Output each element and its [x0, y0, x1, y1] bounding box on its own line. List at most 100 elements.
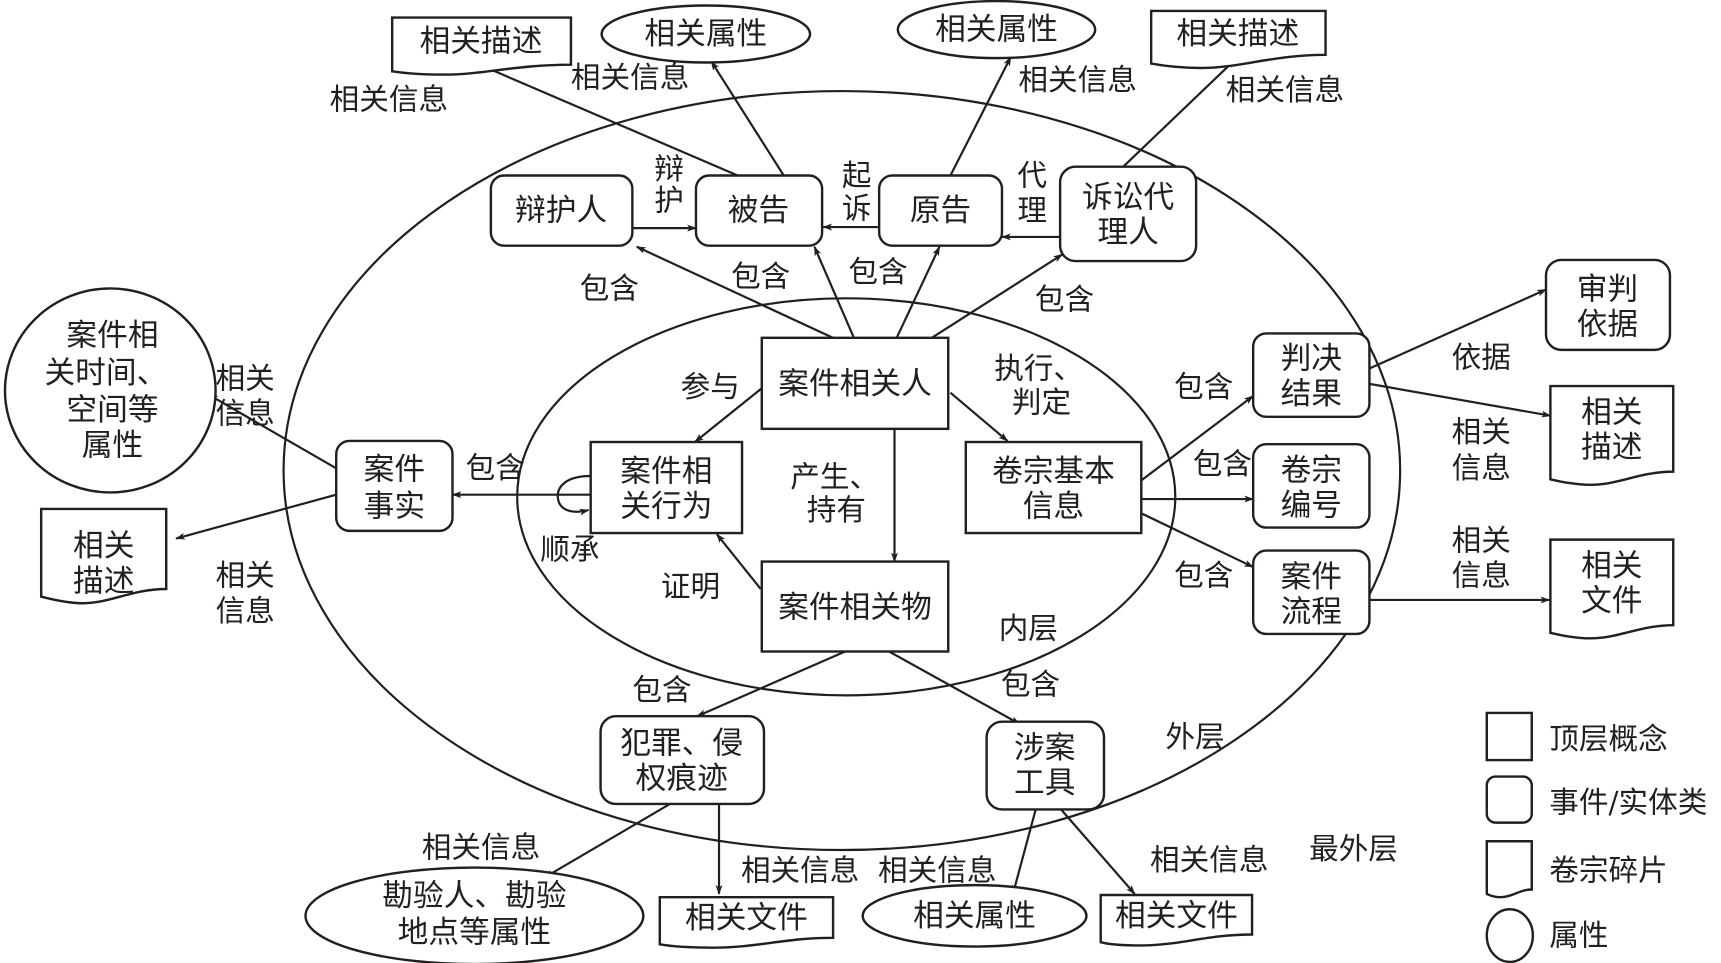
label-related-info: 相关	[216, 361, 275, 395]
label-sue: 起	[842, 158, 872, 192]
node-defendant[interactable]: 被告	[694, 174, 824, 247]
inner-layer-ring	[516, 297, 1177, 697]
label-related-info: 相关信息	[330, 83, 448, 117]
node-label: 卷宗基本	[992, 454, 1115, 490]
node-label: 案件相	[620, 454, 712, 490]
label-related-info: 信息	[216, 396, 275, 430]
node-case-process[interactable]: 案件 流程	[1251, 549, 1371, 636]
label-contain: 包含	[1035, 282, 1094, 316]
node-defender[interactable]: 辩护人	[489, 174, 634, 247]
legend-item-top-concept: 顶层概念	[1485, 711, 1668, 762]
edge-person-behavior	[694, 387, 763, 443]
node-label: 依据	[1577, 307, 1638, 343]
legend-rect-icon	[1485, 711, 1533, 762]
edge-object-tool	[888, 650, 1021, 725]
doc-desc-right[interactable]: 相关 描述	[1549, 384, 1675, 486]
edge-object-trace	[696, 650, 846, 718]
label-participate: 参与	[681, 370, 740, 404]
label-related-info: 相关信息	[1150, 843, 1268, 877]
edge-fileinfo-verdict	[1140, 395, 1254, 482]
node-case-fact[interactable]: 案件 事实	[335, 439, 454, 533]
node-label: 案件相关人	[778, 366, 932, 402]
label-defend: 护	[654, 184, 684, 218]
doc-label: 描述	[1581, 429, 1642, 465]
node-label: 辩护人	[515, 193, 607, 229]
node-verdict-result[interactable]: 判决 结果	[1251, 332, 1371, 418]
edge-object-behavior	[715, 533, 762, 590]
doc-desc-top-left[interactable]: 相关描述	[390, 16, 573, 76]
doc-file-right[interactable]: 相关 文件	[1549, 538, 1675, 640]
label-sue: 诉	[842, 191, 872, 225]
node-file-number[interactable]: 卷宗 编号	[1251, 443, 1371, 529]
attr-time-space[interactable]: 案件相 关时间、 空间等 属性	[3, 287, 217, 494]
doc-desc-top-right[interactable]: 相关描述	[1149, 9, 1327, 70]
node-trial-basis[interactable]: 审判 依据	[1544, 258, 1672, 352]
legend-document-icon	[1485, 840, 1533, 899]
doc-file-bottom-1[interactable]: 相关文件	[658, 895, 835, 949]
legend-label: 顶层概念	[1549, 722, 1667, 756]
node-case-person[interactable]: 案件相关人	[760, 336, 950, 431]
label-contain: 包含	[1174, 370, 1233, 404]
node-litigation-agent[interactable]: 诉讼代 理人	[1058, 165, 1198, 263]
doc-file-bottom-2[interactable]: 相关文件	[1099, 893, 1254, 947]
attr-label: 案件相	[66, 318, 158, 354]
attr-label: 关时间、	[44, 355, 167, 391]
node-label: 诉讼代	[1082, 179, 1174, 215]
label-contain: 包含	[466, 451, 525, 485]
label-related-info: 信息	[1452, 451, 1511, 485]
edge-fact-desc	[175, 493, 337, 540]
label-defend: 辩	[654, 152, 684, 186]
doc-label: 相关描述	[1176, 16, 1299, 52]
attr-top-left[interactable]: 相关属性	[600, 4, 812, 64]
layer-label-outermost: 最外层	[1309, 832, 1398, 866]
legend: 顶层概念 事件/实体类 卷宗碎片 属性	[1485, 711, 1707, 963]
edge-person-agent	[931, 253, 1064, 339]
node-file-basic-info[interactable]: 卷宗基本 信息	[964, 440, 1143, 535]
edge-plaintiff-attr	[949, 56, 1012, 176]
legend-item-attribute: 属性	[1485, 908, 1609, 963]
attr-label: 相关属性	[913, 898, 1036, 934]
legend-ellipse-icon	[1485, 908, 1535, 963]
attr-top-right[interactable]: 相关属性	[896, 0, 1097, 60]
label-contain: 包含	[1174, 559, 1233, 593]
node-crime-trace[interactable]: 犯罪、侵 权痕迹	[599, 715, 766, 806]
edge-verdict-basis	[1368, 288, 1547, 370]
label-prove: 证明	[661, 570, 720, 604]
legend-label: 属性	[1549, 918, 1608, 952]
outer-layer-ring	[282, 89, 1402, 852]
node-case-object[interactable]: 案件相关物	[760, 560, 950, 653]
label-contain: 包含	[580, 271, 639, 305]
label-related-info: 相关信息	[1226, 73, 1344, 107]
attr-label: 相关属性	[935, 12, 1058, 48]
node-label: 案件	[364, 451, 425, 487]
attr-label: 属性	[82, 427, 143, 463]
label-produce: 产生、	[790, 460, 879, 494]
label-contain: 包含	[731, 259, 790, 293]
node-case-behavior[interactable]: 案件相 关行为	[589, 440, 744, 535]
edge-person-defendant	[813, 245, 855, 339]
legend-item-entity: 事件/实体类	[1485, 775, 1707, 824]
edge-verdict-desc	[1369, 382, 1552, 418]
layer-label-inner: 内层	[999, 611, 1058, 645]
edge-person-plaintiff	[895, 245, 941, 339]
doc-label: 相关文件	[1115, 898, 1238, 934]
node-plaintiff[interactable]: 原告	[877, 174, 1004, 247]
label-inherit: 顺承	[540, 532, 599, 566]
attr-bottom[interactable]: 相关属性	[861, 883, 1088, 948]
node-label: 案件	[1281, 559, 1342, 595]
node-label: 权痕迹	[636, 761, 728, 797]
label-related-info: 相关	[216, 559, 275, 593]
edge-agent-desc	[1109, 58, 1237, 180]
node-case-tool[interactable]: 涉案 工具	[985, 720, 1106, 811]
node-label: 编号	[1281, 488, 1342, 524]
edge-tool-attr	[1011, 808, 1038, 895]
doc-desc-left[interactable]: 相关 描述	[39, 507, 168, 605]
node-label: 卷宗	[1281, 453, 1342, 489]
node-label: 涉案	[1014, 730, 1075, 766]
legend-rounded-rect-icon	[1485, 775, 1533, 824]
edge-fact-attr	[208, 393, 337, 470]
label-contain: 包含	[1193, 447, 1252, 481]
label-execute: 判定	[1012, 385, 1071, 419]
attr-survey[interactable]: 勘验人、勘验 地点等属性	[304, 866, 645, 963]
